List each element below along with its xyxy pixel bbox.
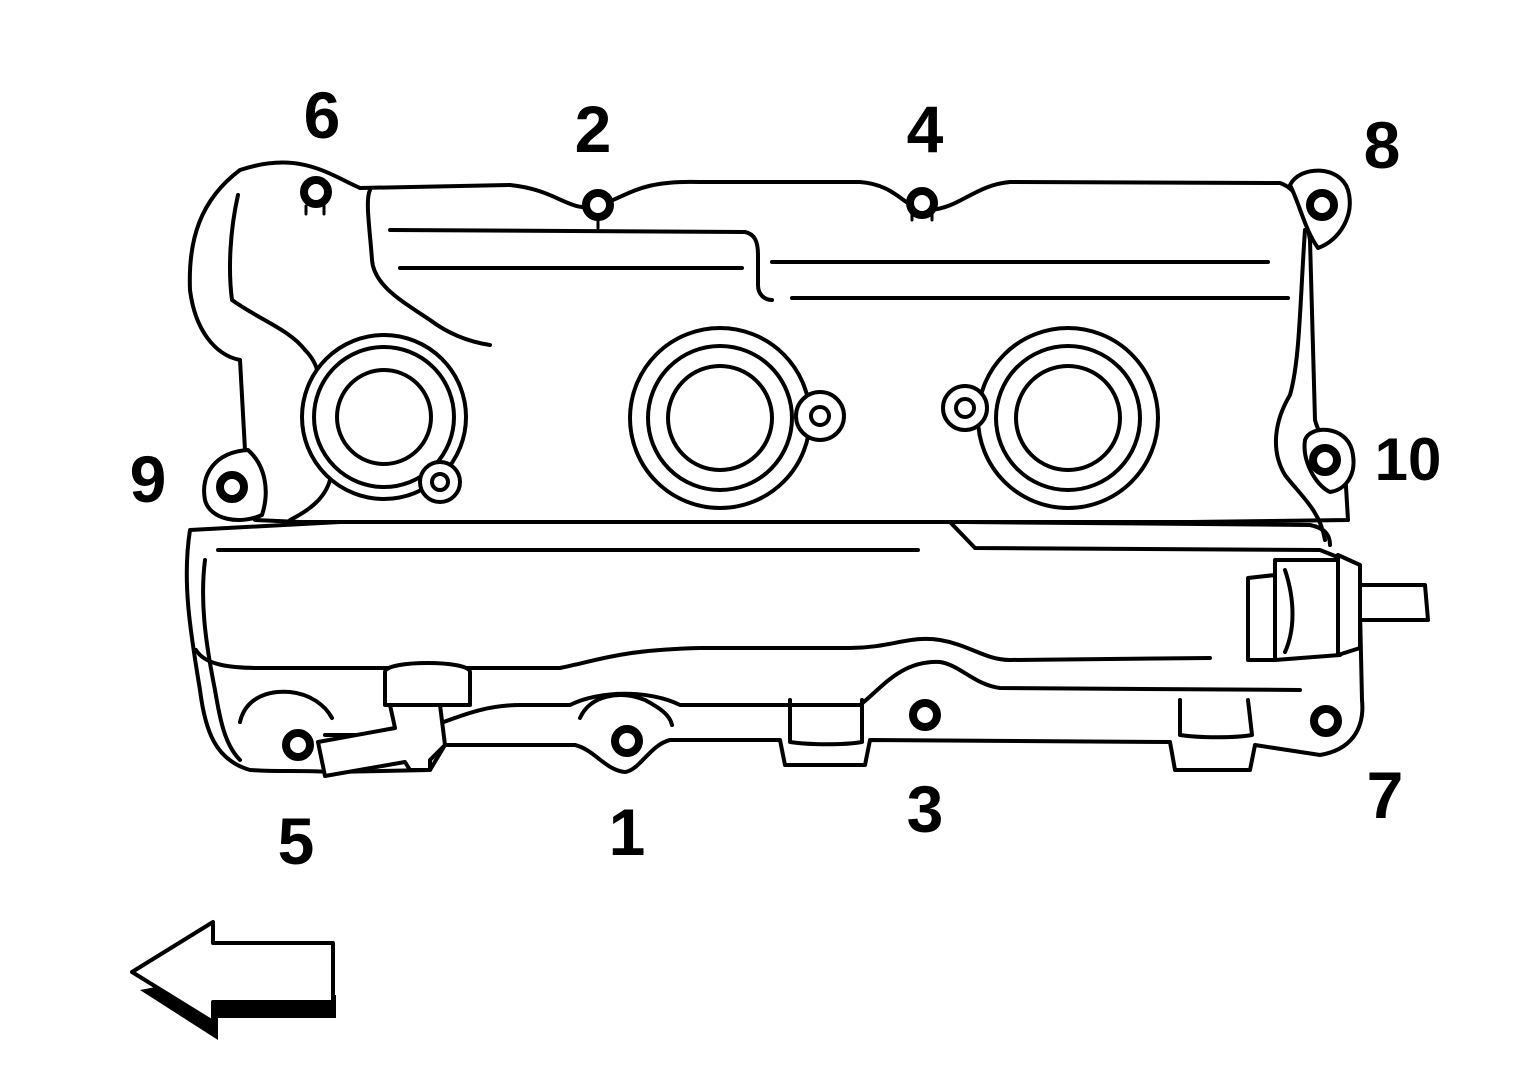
- small-boss-1: [418, 460, 462, 504]
- bolt-hole-1: [611, 725, 643, 757]
- bolt-hole-2: [582, 189, 614, 221]
- upper-panel-ridge: [365, 188, 492, 347]
- upper-inner-line-1: [388, 228, 774, 302]
- left-pointing-arrow-icon: [130, 920, 336, 1040]
- bolt-hole-10: [1309, 444, 1341, 476]
- bolt-hole-4: [906, 187, 938, 219]
- bolt-label-5: 5: [278, 804, 315, 878]
- flange-ridge: [323, 659, 1302, 737]
- bolt-label-4: 4: [907, 92, 944, 166]
- pcv-fitting: [1246, 553, 1430, 662]
- clip-center: [788, 698, 864, 747]
- bolt-label-6: 6: [304, 78, 341, 152]
- bolt-hole-8: [1306, 189, 1338, 221]
- right-side-contour: [1273, 228, 1327, 542]
- plug-tube-2: [628, 326, 812, 510]
- flange-left-curl: [238, 689, 334, 724]
- small-boss-3: [941, 384, 989, 432]
- flange-mid-curl: [578, 693, 674, 727]
- small-boss-2: [794, 390, 846, 442]
- bolt-tick-4: [910, 210, 934, 222]
- bolt-label-9: 9: [130, 442, 167, 516]
- rail-top-line-right: [963, 520, 1332, 547]
- bolt-hole-6: [300, 176, 332, 208]
- clip-right: [1178, 698, 1254, 740]
- bolt-hole-5: [282, 729, 314, 761]
- bolt-label-10: 10: [1375, 426, 1442, 493]
- plug-tube-3: [976, 326, 1160, 510]
- bolt-hole-3: [909, 699, 941, 731]
- bolt-label-8: 8: [1364, 108, 1401, 182]
- bolt-label-1: 1: [609, 795, 646, 869]
- bolt-label-7: 7: [1367, 758, 1404, 832]
- breather-fitting: [316, 661, 472, 778]
- bolt-hole-9: [216, 471, 248, 503]
- rail-lower-edge: [194, 636, 1212, 670]
- bolt-label-3: 3: [907, 772, 944, 846]
- left-lower-contour: [288, 478, 332, 522]
- flange-left-contour: [201, 558, 242, 762]
- bolt-tick-6: [304, 204, 326, 216]
- bolt-hole-7: [1310, 705, 1342, 737]
- bolt-label-2: 2: [575, 92, 612, 166]
- plug-tube-1: [300, 333, 468, 501]
